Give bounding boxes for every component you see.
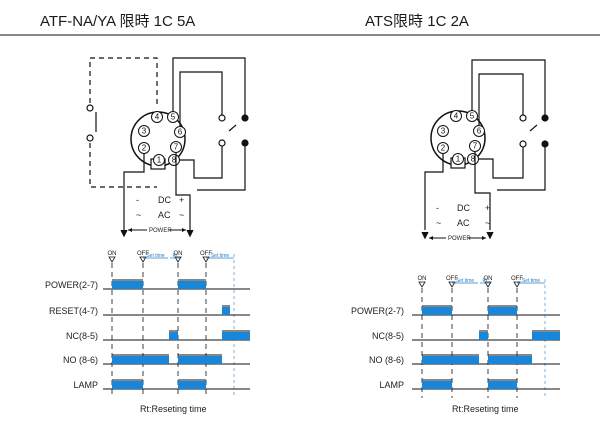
right-power-label: POWER — [448, 236, 471, 242]
left-row-2-pulse-1 — [222, 307, 230, 315]
left-power-labels: - DC + ~ AC ~ POWER — [128, 195, 186, 234]
left-marker-label-3: ON — [174, 251, 183, 257]
left-pin-2: 2 — [142, 144, 147, 153]
left-row-label-1: POWER(2-7) — [45, 280, 98, 290]
right-row-label-4: LAMP — [379, 380, 404, 390]
right-row-label-2: NC(8-5) — [372, 331, 404, 341]
left-row-5-pulse-2 — [178, 381, 206, 389]
left-row-3-pulse-2 — [222, 332, 250, 340]
right-ac: AC — [457, 218, 470, 228]
left-pin-6: 6 — [178, 128, 183, 137]
left-pin-5: 5 — [171, 113, 176, 122]
right-dc: DC — [457, 203, 470, 213]
right-row-1-pulse-1 — [422, 307, 452, 315]
left-set-time-1-label: Set time — [146, 253, 165, 259]
left-dc: DC — [158, 195, 171, 205]
right-marker-label-4: OFF — [511, 276, 523, 282]
right-row-2-pulse-1 — [479, 332, 488, 340]
left-marker-label-4: OFF — [200, 251, 212, 257]
left-marker-arrow-1 — [108, 256, 116, 263]
right-pin-1: 1 — [456, 155, 461, 164]
left-pin-8: 8 — [172, 156, 177, 165]
right-pin-2: 2 — [441, 144, 446, 153]
right-pin-7: 7 — [473, 142, 478, 151]
left-marker-label-1: ON — [108, 251, 117, 257]
left-marker-label-2: OFF — [137, 251, 149, 257]
right-row-4-pulse-2 — [488, 381, 517, 389]
right-wiring — [421, 59, 549, 240]
left-row-label-4: NO (8-6) — [63, 355, 98, 365]
left-pin-4: 4 — [155, 113, 160, 122]
left-set-time-2-label: Set time — [211, 253, 230, 259]
left-ac: AC — [158, 210, 171, 220]
right-marker-label-1: ON — [418, 276, 427, 282]
right-power-labels: - DC + ~ AC ~ POWER — [429, 203, 490, 242]
right-row-label-1: POWER(2-7) — [351, 306, 404, 316]
right-pin-4: 4 — [454, 112, 459, 121]
right-pin-6: 6 — [477, 127, 482, 136]
left-row-label-5: LAMP — [73, 380, 98, 390]
left-socket: 3 4 5 6 7 2 1 8 — [130, 111, 186, 170]
right-row-2-pulse-2 — [532, 332, 560, 340]
left-row-3-pulse-1 — [169, 332, 178, 340]
left-row-1-pulse-2 — [178, 281, 206, 289]
left-row-label-3: NC(8-5) — [66, 331, 98, 341]
right-set-time-1-label: Set time — [456, 278, 475, 284]
right-row-3-pulse-1 — [422, 356, 479, 364]
left-tilde-r: ~ — [179, 210, 184, 220]
right-row-4-pulse-1 — [422, 381, 452, 389]
right-plus: + — [485, 203, 490, 213]
left-pin-1: 1 — [157, 156, 162, 165]
left-pin-3: 3 — [142, 127, 147, 136]
right-socket: 3 4 5 6 7 2 1 8 — [430, 110, 486, 169]
left-tilde-l: ~ — [136, 210, 141, 220]
right-footer: Rt:Reseting time — [452, 404, 519, 414]
right-marker-label-3: ON — [484, 276, 493, 282]
left-rt-label: Rt — [173, 253, 179, 259]
right-row-label-3: NO (8-6) — [369, 355, 404, 365]
right-row-1-pulse-2 — [488, 307, 517, 315]
right-minus: - — [436, 203, 439, 213]
right-pin-8: 8 — [471, 155, 476, 164]
right-pin-3: 3 — [441, 127, 446, 136]
right-set-time-2-label: Set time — [522, 278, 541, 284]
left-row-4-pulse-1 — [112, 356, 169, 364]
right-tilde-r: ~ — [485, 218, 490, 228]
left-row-5-pulse-1 — [112, 381, 143, 389]
left-pin-7: 7 — [174, 143, 179, 152]
left-minus: - — [136, 195, 139, 205]
left-power-label: POWER — [149, 228, 172, 234]
right-marker-label-2: OFF — [446, 276, 458, 282]
left-title: ATF-NA/YA 限時 1C 5A — [40, 13, 195, 30]
right-marker-arrow-1 — [418, 281, 426, 288]
left-row-label-2: RESET(4-7) — [49, 306, 98, 316]
left-row-1-pulse-1 — [112, 281, 143, 289]
left-footer: Rt:Reseting time — [140, 404, 207, 414]
left-reset-switch — [86, 57, 158, 188]
right-rt-label: Rt — [483, 278, 489, 284]
right-pin-5: 5 — [470, 112, 475, 121]
left-plus: + — [179, 195, 184, 205]
right-title: ATS限時 1C 2A — [365, 13, 469, 30]
right-row-3-pulse-2 — [488, 356, 532, 364]
left-row-4-pulse-2 — [178, 356, 222, 364]
right-tilde-l: ~ — [436, 218, 441, 228]
left-wiring — [120, 57, 249, 238]
